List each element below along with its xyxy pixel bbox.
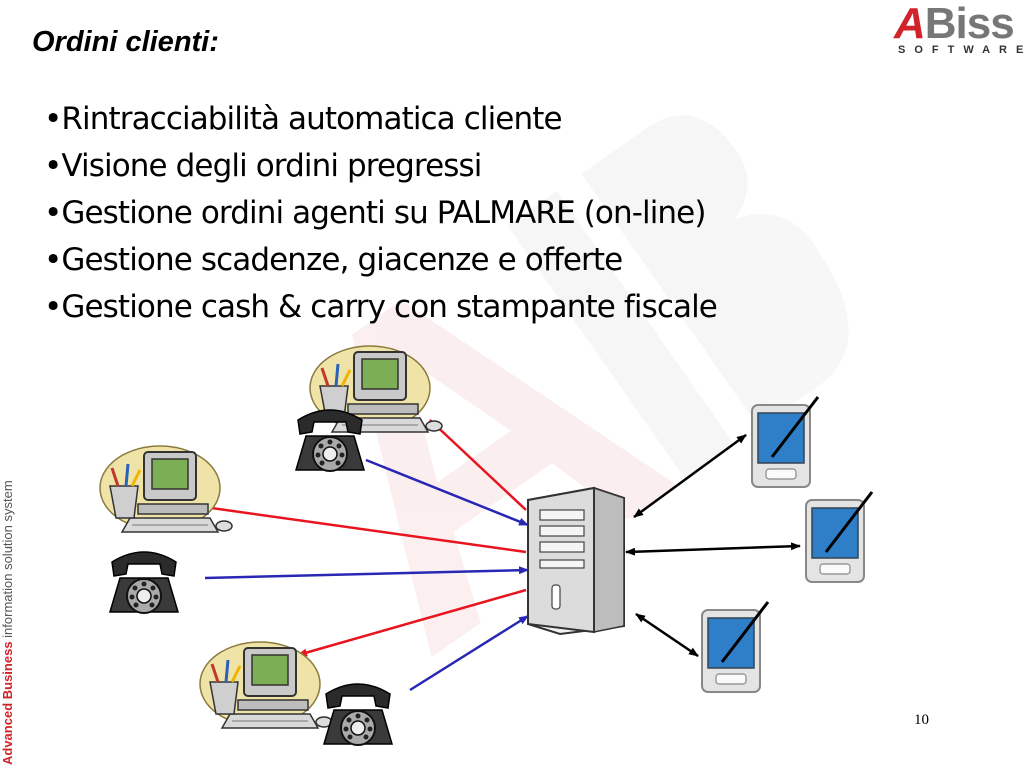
- telephone-icon: [323, 683, 393, 746]
- bullet-item: Gestione scadenze, giacenze e offerte: [44, 237, 717, 284]
- client-workstation-icon: [98, 444, 234, 534]
- server-tower-icon: [527, 486, 625, 636]
- pda-icon: [700, 600, 770, 694]
- side-tagline: Advanced Business information solution s…: [0, 475, 15, 765]
- slide-title: Ordini clienti:: [32, 26, 219, 58]
- bullet-item: Gestione ordini agenti su PALMARE (on-li…: [44, 190, 717, 237]
- pda-icon: [804, 490, 874, 584]
- bullet-item: Visione degli ordini pregressi: [44, 143, 717, 190]
- tagline-rest: information solution system: [0, 480, 15, 642]
- telephone-icon: [295, 409, 365, 472]
- bullet-item: Gestione cash & carry con stampante fisc…: [44, 284, 717, 331]
- telephone-icon: [109, 551, 179, 614]
- abiss-logo: ABiss SOFTWARE: [890, 2, 1023, 62]
- page-number: 10: [914, 712, 929, 728]
- pda-icon: [750, 395, 820, 489]
- tagline-brand: Advanced Business: [0, 641, 15, 765]
- client-workstation-icon: [198, 640, 334, 730]
- logo-mark: A: [894, 0, 926, 48]
- logo-word: Biss: [924, 0, 1015, 48]
- bullet-item: Rintracciabilità automatica cliente: [44, 96, 717, 143]
- logo-subtitle: SOFTWARE: [898, 44, 1024, 56]
- bullet-list: Rintracciabilità automatica cliente Visi…: [44, 96, 717, 331]
